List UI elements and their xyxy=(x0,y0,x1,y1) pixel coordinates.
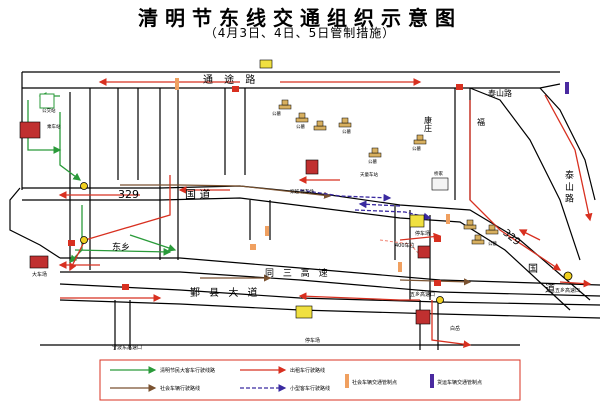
control-point xyxy=(68,240,75,246)
page-subtitle: （4月3日、4日、5日管制措施） xyxy=(204,26,396,40)
control-point xyxy=(565,82,569,94)
control-point xyxy=(232,86,239,92)
control-point xyxy=(398,262,402,272)
road-label: 329 xyxy=(118,188,139,201)
place-label: 公墓 xyxy=(296,123,305,130)
building-icon xyxy=(29,255,49,269)
legend: 清明节民大客车行驶线路 出租车行驶路线 社会车辆交通管制点 社会车辆行驶路线 小… xyxy=(99,359,521,401)
place-label: 停车场 xyxy=(305,337,320,344)
traffic-light-icon xyxy=(563,271,573,281)
place-label: 公墓 xyxy=(488,240,497,247)
legend-swatch xyxy=(430,374,434,388)
parking-icon xyxy=(259,59,273,69)
building-icon xyxy=(39,93,55,109)
control-point xyxy=(122,284,129,290)
building-icon xyxy=(431,177,449,191)
road-label: 泰 山 路 xyxy=(563,169,574,204)
place-label: 天童车站 xyxy=(360,171,378,178)
legend-label: 货运车辆交通管制点 xyxy=(437,379,482,386)
control-point xyxy=(446,214,450,224)
control-point xyxy=(175,78,179,90)
place-label: 五乡高速口 xyxy=(555,287,580,294)
traffic-light-icon xyxy=(436,296,444,304)
place-label: 400车位 xyxy=(395,242,415,249)
place-label: 乘车站 xyxy=(47,123,61,130)
parking-icon xyxy=(409,214,425,228)
control-point xyxy=(456,84,463,90)
control-point xyxy=(250,244,256,250)
page-title: 清明节东线交通组织示意图 xyxy=(138,6,462,30)
legend-label: 社会车辆交通管制点 xyxy=(352,379,397,386)
road-label: 道 xyxy=(545,282,555,295)
place-label: 宁波东高速口 xyxy=(112,344,142,351)
place-label: 公墓 xyxy=(368,158,377,165)
road-label: 国 道 xyxy=(185,187,211,201)
cemetery-icon xyxy=(413,134,427,145)
road-label: 东乡 xyxy=(112,241,130,253)
cemetery-icon xyxy=(295,112,309,123)
place-label: 大车场 xyxy=(32,271,47,278)
parking-icon xyxy=(295,305,313,319)
traffic-lights xyxy=(80,182,573,304)
place-label: 白岳 xyxy=(450,325,460,332)
place-label: 公墓 xyxy=(272,110,281,117)
cemeteries xyxy=(278,99,499,245)
road-label: 康庄 xyxy=(424,115,433,133)
road-network xyxy=(9,71,600,350)
buildings xyxy=(19,59,449,325)
road-labels: 通 途 路 泰山路 329 国 道 鄞 县 大 道 同 三 高 速 泰 山 路 … xyxy=(112,73,574,299)
road-label: 329 xyxy=(500,227,522,248)
cemetery-icon xyxy=(338,117,352,128)
cemetery-icon xyxy=(485,224,499,235)
place-labels: 停车场 宁波东高速口 穿越 停车场 400车位 停车场 大车场 五乡高速口 五乡… xyxy=(32,107,580,351)
legend-swatch xyxy=(345,374,349,388)
control-points xyxy=(68,78,569,290)
place-label: 五乡高速口 xyxy=(410,291,435,298)
control-point xyxy=(434,236,441,242)
road-label: 鄞 县 大 道 xyxy=(190,286,261,299)
control-point xyxy=(265,226,269,236)
road-label: 福 xyxy=(477,118,485,127)
place-label: 桥家 xyxy=(434,170,443,177)
cemetery-icon xyxy=(278,99,292,110)
legend-label: 清明节民大客车行驶线路 xyxy=(160,367,215,374)
road-label: 同 三 高 速 xyxy=(265,267,331,279)
road-label: 通 途 路 xyxy=(203,73,259,86)
building-icon xyxy=(417,245,431,259)
building-icon xyxy=(19,121,41,139)
cemetery-icon xyxy=(463,219,477,230)
road-label: 国 xyxy=(528,263,538,275)
legend-label: 出租车行驶路线 xyxy=(290,367,325,374)
legend-label: 社会车辆行驶路线 xyxy=(160,385,200,392)
road-label: 泰山路 xyxy=(488,88,512,98)
red-route xyxy=(58,78,593,349)
place-label: 停车场 xyxy=(415,230,430,237)
traffic-light-icon xyxy=(80,236,88,244)
cemetery-icon xyxy=(313,120,327,131)
place-label: 公墓 xyxy=(412,145,421,152)
green-route xyxy=(27,92,177,263)
place-label: 穿越 停车场 xyxy=(290,188,314,195)
place-label: 公交站 xyxy=(42,107,56,114)
legend-label: 小型客车行驶路线 xyxy=(290,385,330,392)
building-icon xyxy=(415,309,431,325)
traffic-light-icon xyxy=(80,182,88,190)
place-label: 公墓 xyxy=(342,128,351,135)
building-icon xyxy=(305,159,319,175)
cemetery-icon xyxy=(471,234,485,245)
orange-route xyxy=(379,239,421,256)
control-point xyxy=(434,280,441,286)
cemetery-icon xyxy=(368,147,382,158)
